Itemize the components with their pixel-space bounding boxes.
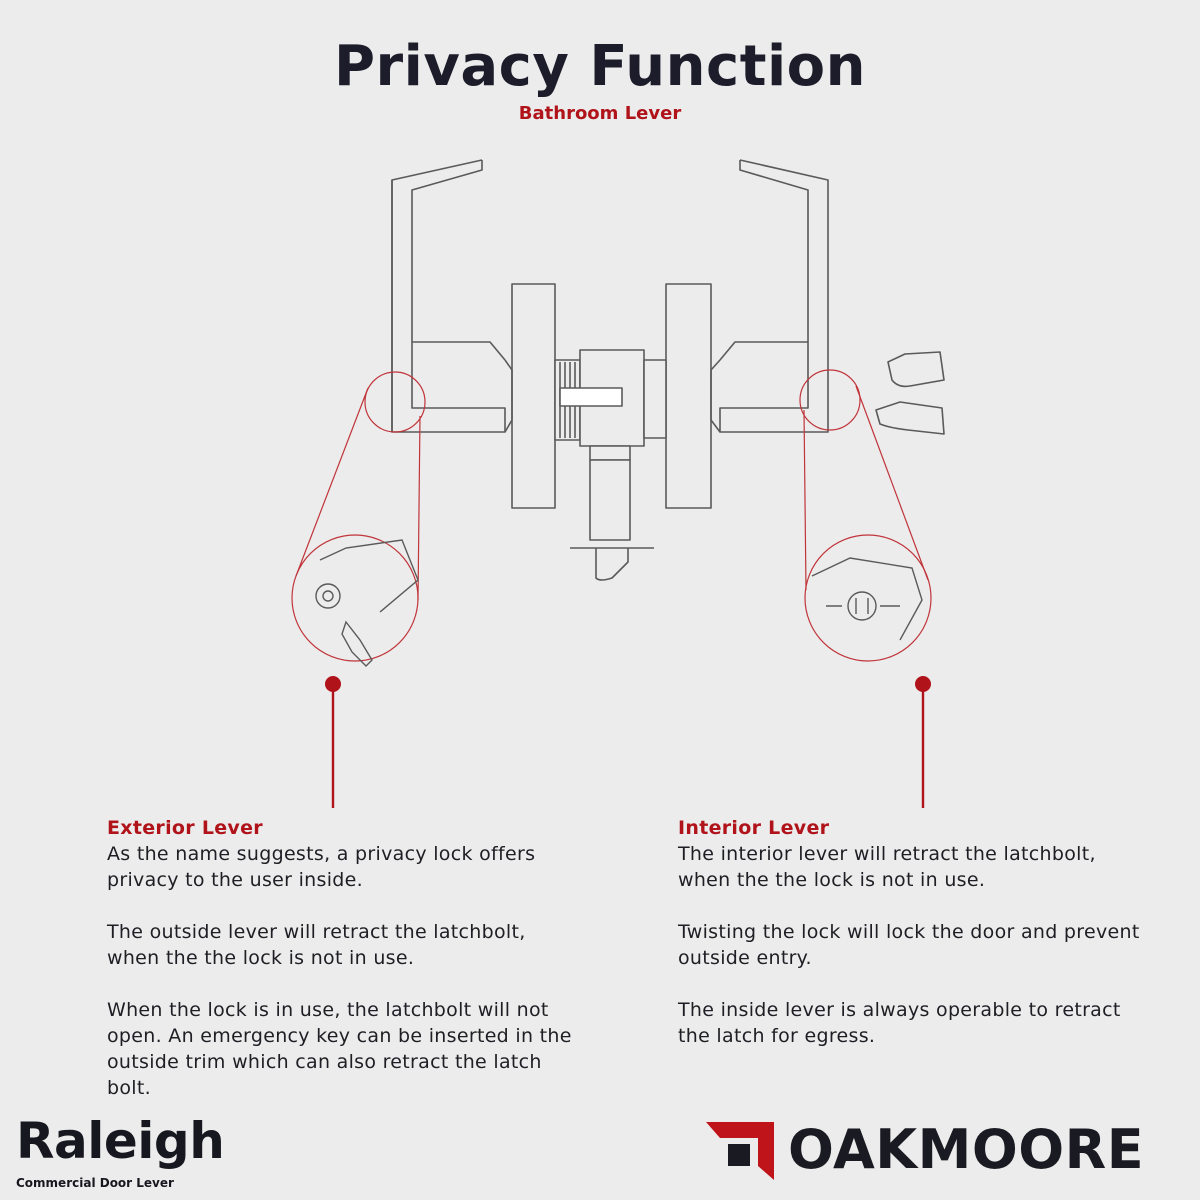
emergency-keyhole-icon: [315, 583, 341, 609]
exterior-lever-handle: [391, 159, 506, 433]
latch-bolt: [595, 548, 629, 581]
turn-button-icon: [847, 591, 877, 621]
latch-housing: [589, 445, 631, 461]
exterior-lever-heading: Exterior Lever: [107, 817, 263, 839]
page-subtitle: Bathroom Lever: [518, 103, 682, 124]
interior-paragraph: The interior lever will retract the latc…: [678, 843, 1096, 891]
interior-lever-section: Interior Lever The interior lever will r…: [678, 815, 1148, 1075]
oakmoore-logo-icon: [706, 1122, 774, 1180]
exterior-detail-escutcheon: [319, 539, 419, 613]
interior-lever-handle: [719, 159, 829, 433]
interior-callout-ring: [799, 369, 861, 431]
exterior-paragraph: When the lock is in use, the latchbolt w…: [107, 999, 572, 1099]
interior-detail-ring: [804, 534, 932, 662]
interior-pointer-dot: [915, 676, 931, 692]
lock-diagram: [291, 159, 945, 808]
page-title: Privacy Function: [333, 34, 867, 99]
exterior-pointer-dot: [325, 676, 341, 692]
product-name: Raleigh: [16, 1112, 225, 1170]
key-bottom: [875, 401, 945, 435]
key-top: [887, 351, 945, 388]
exterior-callout-ring: [364, 371, 426, 433]
exterior-lever-arm: [411, 160, 483, 342]
interior-detail-escutcheon: [811, 557, 923, 641]
product-subtitle: Commercial Door Lever: [16, 1176, 174, 1190]
interior-paragraph: Twisting the lock will lock the door and…: [678, 921, 1140, 969]
exterior-detail-ring: [291, 534, 419, 662]
emergency-key-icon: [341, 620, 373, 667]
exterior-paragraph: As the name suggests, a privacy lock off…: [107, 843, 536, 891]
exterior-rose: [511, 283, 556, 509]
interior-paragraph: The inside lever is always operable to r…: [678, 999, 1121, 1047]
interior-rose: [665, 283, 712, 509]
interior-lever-heading: Interior Lever: [678, 817, 830, 839]
exterior-paragraph: The outside lever will retract the latch…: [107, 921, 526, 969]
latch-tube: [589, 459, 631, 541]
exterior-lever-section: Exterior Lever As the name suggests, a p…: [107, 815, 577, 1127]
latch-tab: [559, 387, 623, 407]
brand-name: OAKMOORE: [788, 1118, 1145, 1181]
